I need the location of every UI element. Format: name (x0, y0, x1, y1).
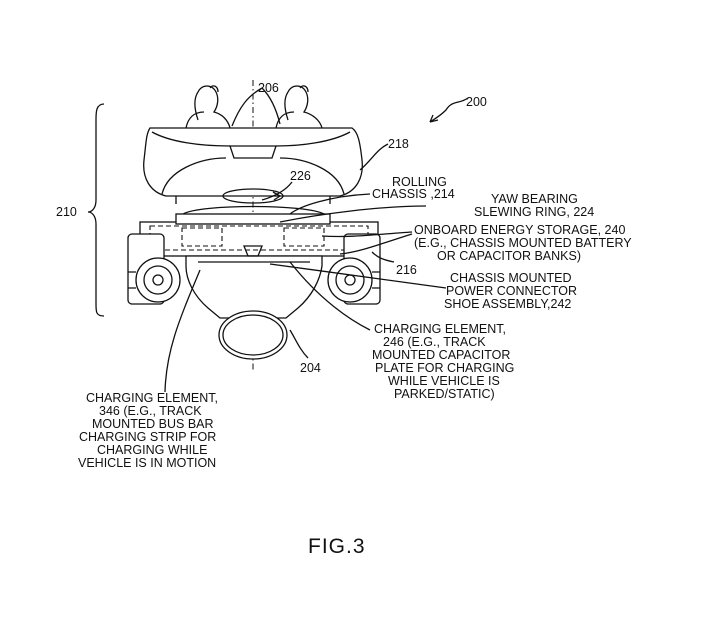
svg-text:CHARGING WHILE: CHARGING WHILE (97, 443, 207, 457)
svg-text:YAW BEARING: YAW BEARING (491, 192, 578, 206)
label-charging-246: CHARGING ELEMENT, 246 (E.G., TRACK MOUNT… (372, 322, 514, 401)
ref-226: 226 (290, 169, 311, 183)
label-yaw-bearing: YAW BEARING SLEWING RING, 224 (474, 192, 594, 219)
svg-text:SLEWING RING, 224: SLEWING RING, 224 (474, 205, 594, 219)
svg-text:MOUNTED BUS BAR: MOUNTED BUS BAR (92, 417, 214, 431)
svg-text:ROLLING: ROLLING (392, 175, 447, 189)
rolling-chassis (139, 205, 379, 257)
ref-200: 200 (466, 95, 487, 109)
bracket-210 (87, 103, 105, 317)
svg-text:CHARGING STRIP FOR: CHARGING STRIP FOR (79, 430, 216, 444)
charging-element-246 (218, 310, 288, 360)
svg-text:246 (E.G., TRACK: 246 (E.G., TRACK (383, 335, 486, 349)
svg-text:CHASSIS ,214: CHASSIS ,214 (372, 187, 455, 201)
ref-206: 206 (258, 81, 279, 95)
vehicle-body (143, 127, 363, 204)
svg-text:OR CAPACITOR BANKS): OR CAPACITOR BANKS) (437, 249, 581, 263)
svg-text:(E.G., CHASSIS MOUNTED BATTERY: (E.G., CHASSIS MOUNTED BATTERY (414, 236, 632, 250)
svg-text:CHARGING ELEMENT,: CHARGING ELEMENT, (374, 322, 506, 336)
svg-text:PARKED/STATIC): PARKED/STATIC) (394, 387, 495, 401)
svg-text:346 (E.G., TRACK: 346 (E.G., TRACK (99, 404, 202, 418)
ref-218: 218 (388, 137, 409, 151)
svg-text:VEHICLE IS IN MOTION: VEHICLE IS IN MOTION (78, 456, 216, 470)
svg-text:CHASSIS MOUNTED: CHASSIS MOUNTED (450, 271, 572, 285)
figure-caption: FIG.3 (308, 535, 366, 558)
leader-lines (164, 87, 469, 393)
ref-210: 210 (56, 205, 77, 219)
passenger-left (185, 85, 231, 129)
label-onboard-energy: ONBOARD ENERGY STORAGE, 240 (E.G., CHASS… (414, 223, 632, 263)
svg-text:POWER CONNECTOR: POWER CONNECTOR (446, 284, 577, 298)
svg-text:PLATE FOR CHARGING: PLATE FOR CHARGING (375, 361, 514, 375)
svg-text:ONBOARD ENERGY STORAGE, 240: ONBOARD ENERGY STORAGE, 240 (414, 223, 625, 237)
ref-204: 204 (300, 361, 321, 375)
label-rolling-chassis: ROLLING CHASSIS ,214 (372, 175, 455, 201)
svg-text:CHARGING ELEMENT,: CHARGING ELEMENT, (86, 391, 218, 405)
label-connector-shoe: CHASSIS MOUNTED POWER CONNECTOR SHOE ASS… (444, 271, 577, 311)
label-charging-346: CHARGING ELEMENT, 346 (E.G., TRACK MOUNT… (78, 391, 218, 470)
svg-text:MOUNTED CAPACITOR: MOUNTED CAPACITOR (372, 348, 510, 362)
track-body (185, 245, 323, 319)
passenger-right (275, 85, 323, 129)
svg-text:WHILE VEHICLE IS: WHILE VEHICLE IS (388, 374, 500, 388)
left-wheel-assembly (127, 233, 181, 305)
svg-text:SHOE ASSEMBLY,242: SHOE ASSEMBLY,242 (444, 297, 571, 311)
ref-216: 216 (396, 263, 417, 277)
